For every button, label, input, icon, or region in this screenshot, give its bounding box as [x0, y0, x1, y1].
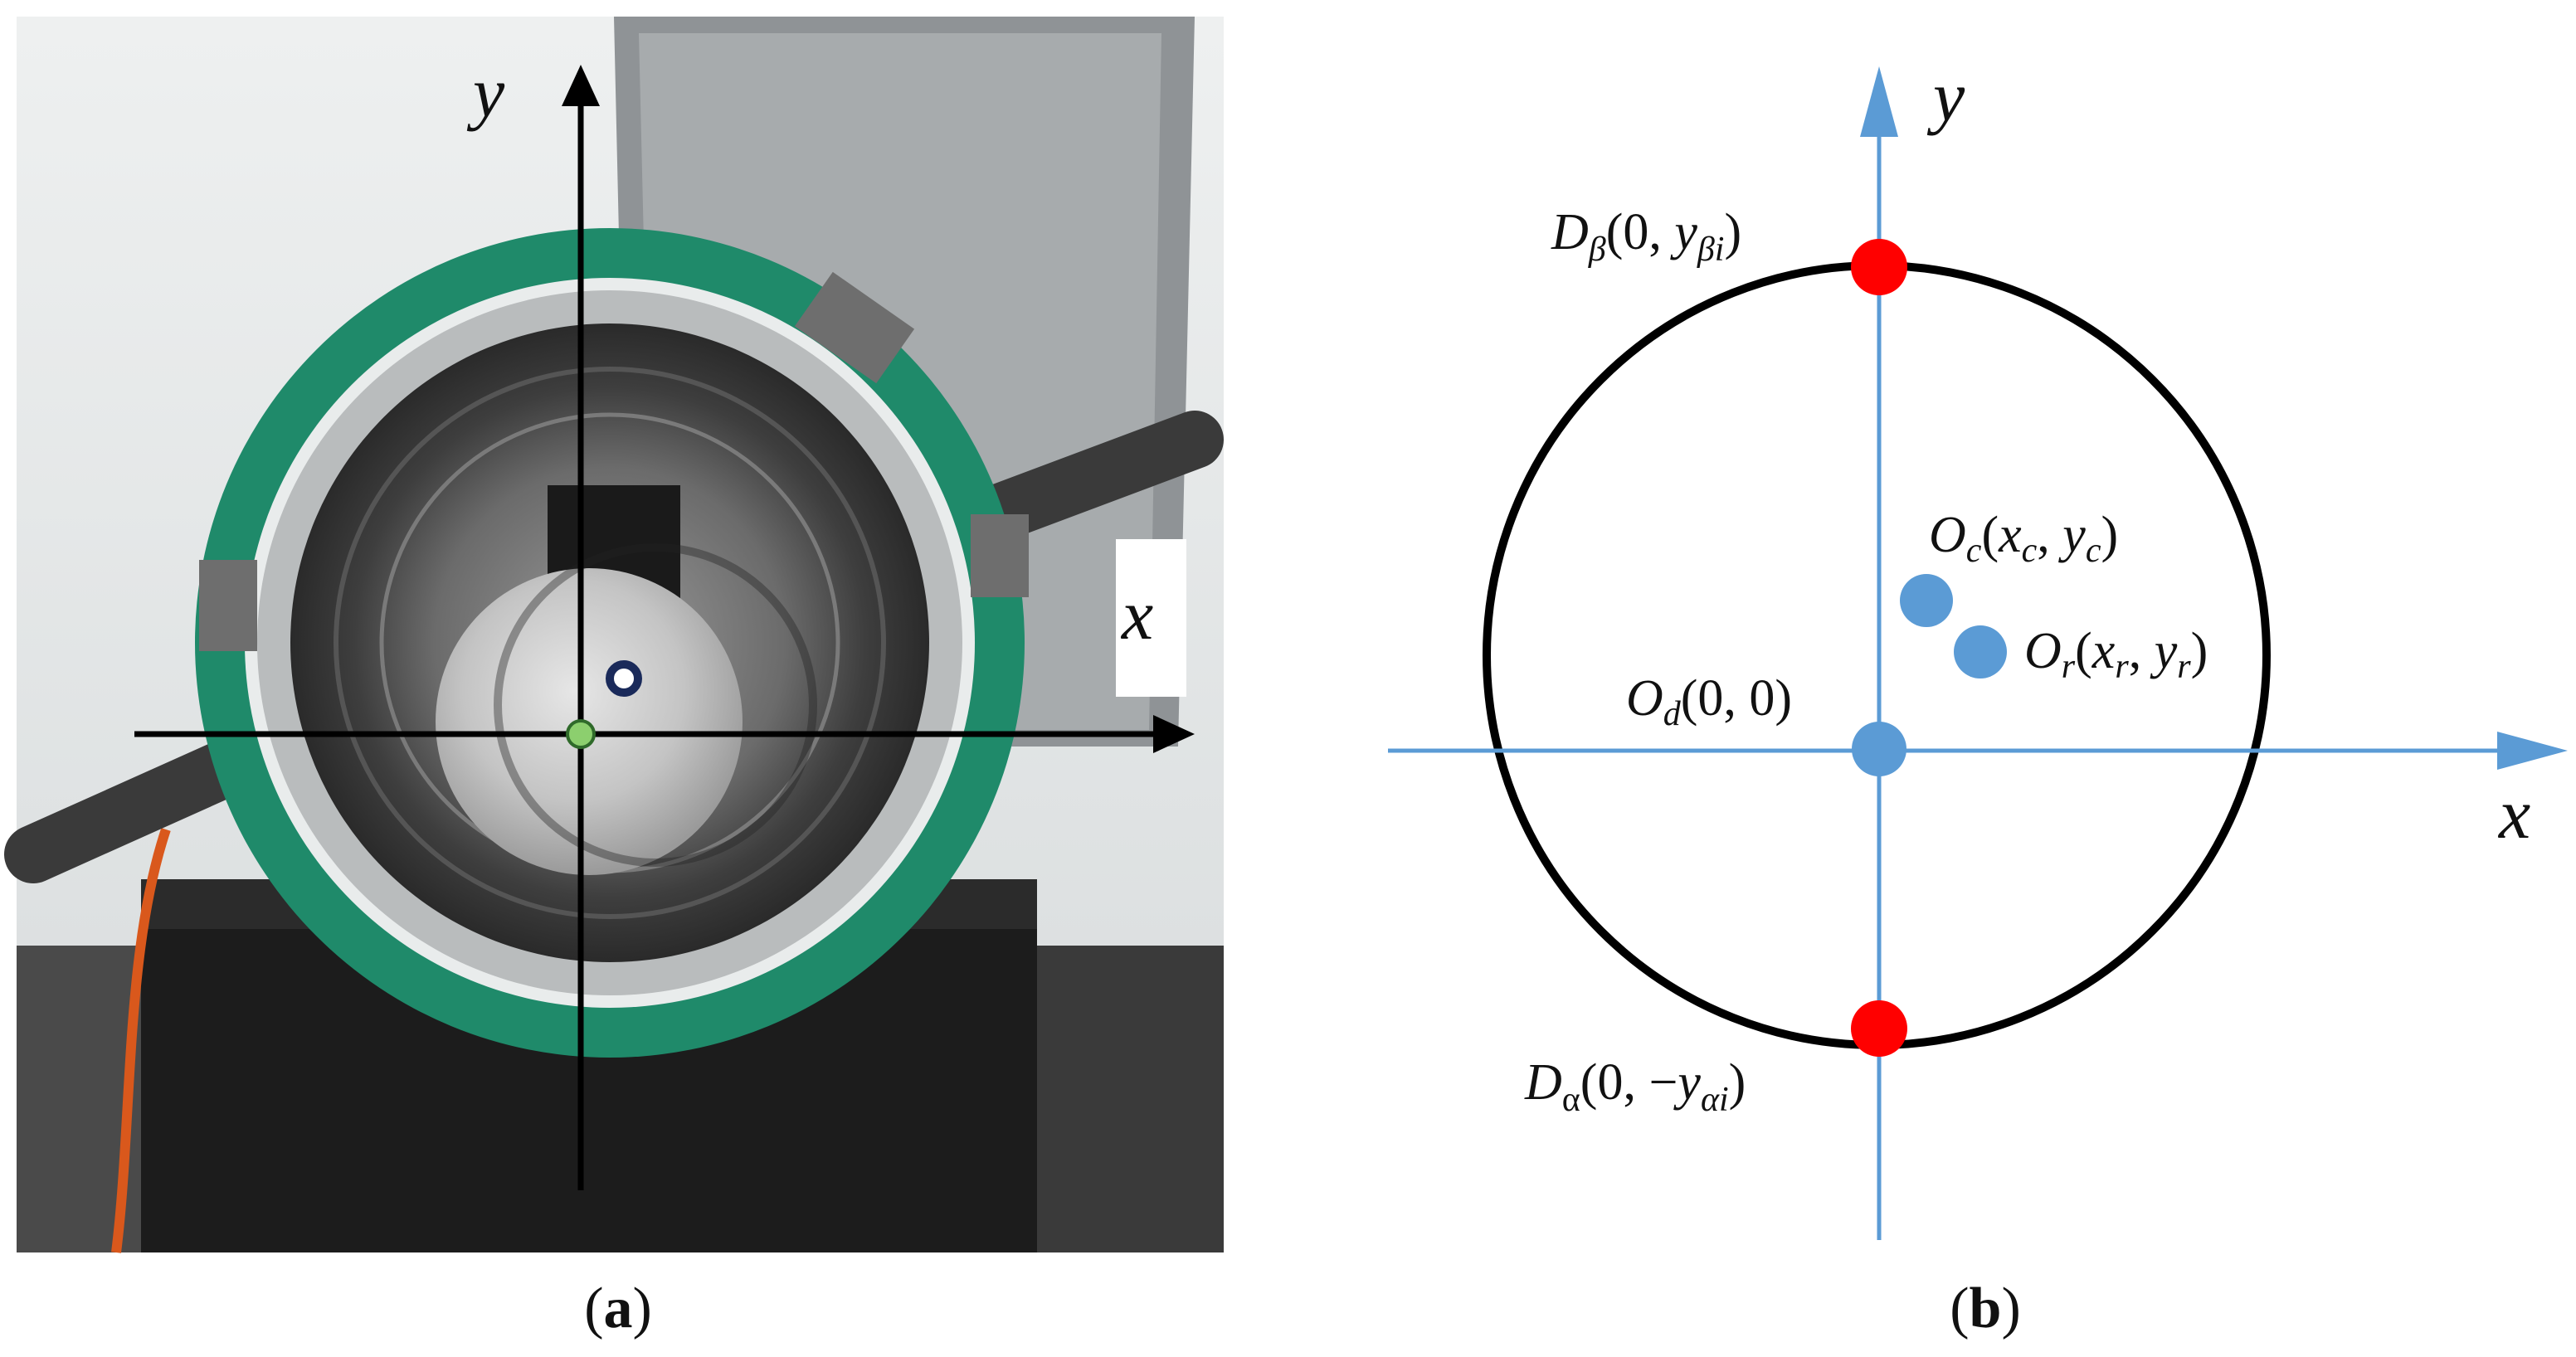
panel-a-photo	[4, 17, 1224, 1253]
d-beta-point	[1851, 239, 1907, 295]
a-y-arrowhead	[562, 65, 600, 106]
d-alpha-label: Dα(0, −yαi)	[1524, 1054, 1746, 1119]
b-x-axis-label: x	[2497, 774, 2530, 854]
panel-b-diagram: x y Dβ(0, yβi) Oc(xc, yc) Or(xr, yr) Od(…	[1388, 56, 2568, 1240]
b-x-arrowhead	[2497, 732, 2568, 770]
b-y-axis-label: y	[1926, 56, 1965, 136]
table-right	[1037, 946, 1224, 1252]
bore-ring-1	[334, 367, 886, 919]
o-r-label: Or(xr, yr)	[2024, 623, 2208, 686]
probe-rim	[494, 543, 817, 867]
caption-b: (b)	[1950, 1277, 2021, 1340]
o-d-point	[1852, 722, 1906, 776]
caption-a: (a)	[584, 1277, 652, 1340]
clamp-top-right	[794, 271, 915, 384]
o-r-point	[1954, 625, 2007, 678]
o-c-label: Oc(xc, yc)	[1929, 507, 2118, 570]
a-x-axis-label: x	[1120, 575, 1153, 654]
d-alpha-point	[1851, 1000, 1907, 1057]
probe-disc	[436, 568, 743, 875]
a-x-label-box	[1116, 539, 1186, 697]
o-d-label: Od(0, 0)	[1626, 670, 1792, 733]
a-y-axis-label: y	[466, 52, 505, 132]
ring-marker	[606, 660, 642, 697]
b-y-arrowhead	[1860, 66, 1898, 137]
clamp-right	[971, 514, 1029, 597]
orange-cable	[111, 828, 171, 1253]
d-beta-label: Dβ(0, yβi)	[1551, 204, 1741, 269]
a-x-arrowhead	[1153, 715, 1195, 753]
panel-a-axes: x y	[134, 52, 1195, 1190]
right-handle	[967, 411, 1224, 543]
clamp-left	[199, 560, 257, 651]
a-origin-marker	[566, 719, 596, 749]
o-c-point	[1900, 574, 1953, 627]
